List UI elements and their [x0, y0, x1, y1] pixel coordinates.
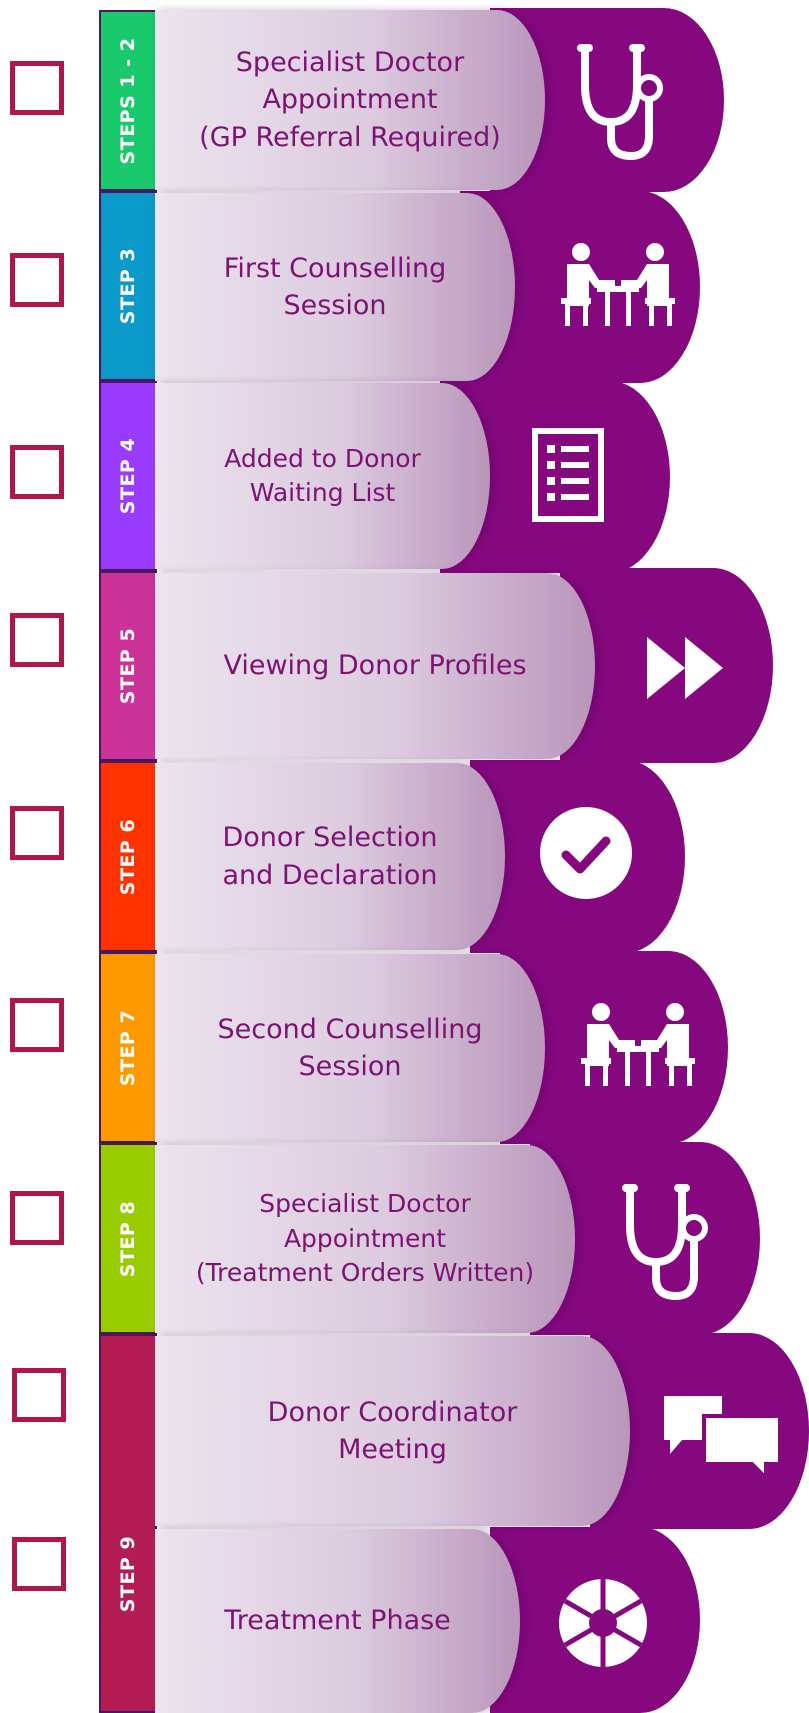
- step-label-pill: Added to Donor Waiting List: [155, 383, 490, 569]
- step-label-pill: Treatment Phase: [155, 1529, 520, 1713]
- step-checkbox[interactable]: [12, 1368, 66, 1422]
- step-label-pill: Specialist Doctor Appointment (Treatment…: [155, 1145, 575, 1333]
- step-band: STEP 5: [99, 571, 157, 761]
- step-label-pill: Donor Coordinator Meeting: [155, 1336, 630, 1526]
- step-band-label: STEP 9: [117, 1535, 139, 1612]
- counselling-meeting-icon: [575, 995, 701, 1095]
- stethoscope-icon: [615, 1180, 715, 1300]
- step-label-pill: Viewing Donor Profiles: [155, 573, 595, 759]
- step-band-label: STEP 5: [117, 627, 139, 705]
- step-band: STEPS 1 - 2: [99, 10, 157, 191]
- step-band-label: STEP 8: [117, 1200, 139, 1277]
- step-checkbox[interactable]: [10, 998, 64, 1052]
- step-band-label: STEP 7: [117, 1009, 139, 1086]
- fast-forward-icon: [640, 628, 730, 708]
- step-band: STEP 9: [99, 1334, 157, 1713]
- step-checkbox[interactable]: [12, 1537, 66, 1591]
- step-label: Donor Coordinator Meeting: [267, 1396, 518, 1465]
- step-checkbox[interactable]: [10, 445, 64, 499]
- step-band: STEP 3: [99, 191, 157, 381]
- step-band: STEP 4: [99, 381, 157, 571]
- counselling-meeting-icon: [555, 230, 681, 340]
- aperture-icon: [555, 1575, 651, 1671]
- step-label: Viewing Donor Profiles: [223, 650, 527, 682]
- step-band-label: STEP 6: [117, 818, 139, 895]
- step-label: Specialist Doctor Appointment (Treatment…: [195, 1189, 535, 1288]
- step-label: Treatment Phase: [224, 1605, 451, 1637]
- step-label-pill: Donor Selection and Declaration: [155, 763, 505, 950]
- step-band: STEP 6: [99, 761, 157, 952]
- step-checkbox[interactable]: [10, 61, 64, 115]
- check-circle-icon: [536, 803, 636, 903]
- step-label-pill: Second Counselling Session: [155, 954, 545, 1142]
- step-checkbox[interactable]: [10, 253, 64, 307]
- stethoscope-icon: [570, 40, 670, 160]
- step-label-pill: Specialist Doctor Appointment (GP Referr…: [155, 10, 545, 190]
- step-band: STEP 7: [99, 952, 157, 1143]
- step-checkbox[interactable]: [10, 1191, 64, 1245]
- step-label-pill: First Counselling Session: [155, 193, 515, 381]
- step-band-label: STEPS 1 - 2: [117, 37, 139, 164]
- step-label: Donor Selection and Declaration: [222, 822, 438, 891]
- checklist-icon: [528, 425, 608, 525]
- step-checkbox[interactable]: [10, 613, 64, 667]
- step-label: Second Counselling Session: [217, 1013, 483, 1082]
- step-label: Specialist Doctor Appointment (GP Referr…: [199, 47, 501, 153]
- step-checkbox[interactable]: [10, 806, 64, 860]
- chat-bubbles-icon: [660, 1385, 786, 1485]
- step-band: STEP 8: [99, 1143, 157, 1334]
- step-band-label: STEP 4: [117, 437, 139, 515]
- step-label: First Counselling Session: [223, 252, 447, 321]
- step-label: Added to Donor Waiting List: [224, 443, 421, 508]
- step-band-label: STEP 3: [117, 247, 139, 325]
